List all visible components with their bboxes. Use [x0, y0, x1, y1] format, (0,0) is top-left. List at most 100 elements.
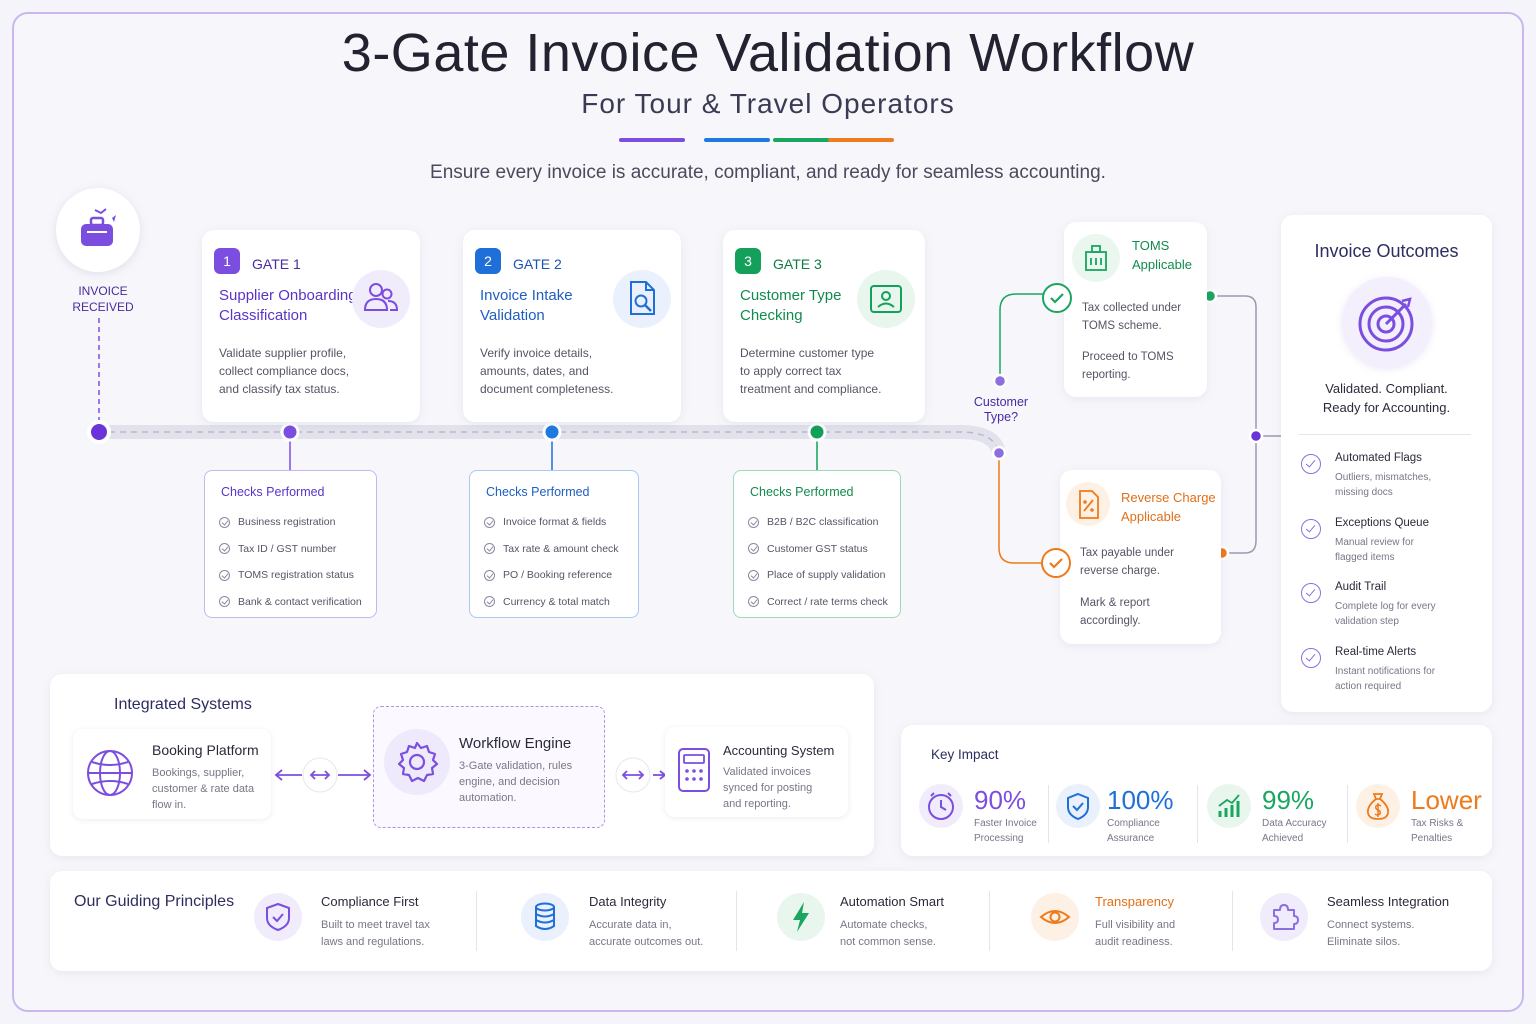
gate-2-label: GATE 2: [513, 256, 562, 272]
gate-2-badge: 2: [475, 248, 501, 274]
shield-check-icon: [1056, 784, 1100, 828]
decision-node-bottom: [991, 445, 1007, 461]
check-circle-icon: [1301, 519, 1321, 539]
check-item: Place of supply validation: [748, 562, 888, 589]
check-circle-icon: [484, 569, 495, 581]
system-workflow-engine: Workflow Engine 3-Gate validation, rules…: [373, 706, 605, 828]
gate-1-checks-title: Checks Performed: [221, 485, 325, 499]
check-circle-icon: [219, 596, 230, 608]
gate-2-card: 2 GATE 2 Invoice Intake Validation Verif…: [463, 230, 681, 422]
lightning-icon: [777, 893, 825, 941]
principle-seamless-integration: Seamless Integration: [1327, 894, 1450, 909]
principle-automation-smart: Automation Smart: [840, 894, 945, 909]
toms-desc-2: Proceed to TOMS reporting.: [1082, 351, 1174, 381]
key-impact-title: Key Impact: [931, 747, 999, 762]
gate-3-label: GATE 3: [773, 256, 822, 272]
gate-3-desc: Determine customer type to apply correct…: [740, 346, 882, 396]
outcomes-entry-node: [1248, 428, 1264, 444]
check-circle-icon: [219, 516, 230, 528]
gate-1-name: Supplier Onboarding Classification: [219, 287, 357, 324]
gate-3-checks-title: Checks Performed: [750, 485, 854, 499]
gate-2-name: Invoice Intake Validation: [480, 287, 573, 324]
gate-1-checks: Checks Performed Business registration T…: [204, 470, 377, 618]
reverse-charge-title: Reverse Charge Applicable: [1121, 490, 1216, 524]
id-card-icon: [857, 270, 915, 328]
decision-node-top: [992, 373, 1008, 389]
document-search-icon: [613, 270, 671, 328]
toms-desc-1: Tax collected under TOMS scheme.: [1082, 302, 1182, 332]
impact-value-processing: 90%: [974, 785, 1027, 815]
reverse-charge-desc-2: Mark & report accordingly.: [1080, 597, 1150, 627]
page-tagline: Ensure every invoice is accurate, compli…: [430, 162, 1106, 183]
timeline-node-gate2: [542, 422, 562, 442]
page-title: 3-Gate Invoice Validation Workflow: [341, 23, 1195, 83]
invoice-outcomes-card: Invoice Outcomes Validated. Compliant. R…: [1281, 215, 1492, 712]
principle-transparency: Transparency: [1095, 894, 1174, 909]
principle-divider: [1232, 891, 1233, 951]
check-item: Business registration: [219, 509, 362, 536]
outcomes-divider: [1299, 434, 1471, 435]
principle-divider: [989, 891, 990, 951]
check-item: Correct / rate terms check: [748, 589, 888, 616]
toms-check-icon: [1042, 283, 1072, 313]
impact-divider: [1197, 785, 1198, 843]
building-icon: [1072, 234, 1120, 282]
gear-icon: [384, 729, 450, 795]
impact-divider: [1347, 785, 1348, 843]
check-item: Invoice format & fields: [484, 509, 619, 536]
check-circle-icon: [484, 516, 495, 528]
timeline-node-gate3: [807, 422, 827, 442]
gate-3-checks: Checks Performed B2B / B2C classificatio…: [733, 470, 901, 618]
gate-2-checks: Checks Performed Invoice format & fields…: [469, 470, 639, 618]
principle-divider: [476, 891, 477, 951]
impact-value-risk: Lower: [1411, 785, 1482, 815]
check-circle-icon: [219, 543, 230, 555]
growth-chart-icon: [1207, 784, 1251, 828]
globe-icon: [83, 746, 137, 800]
timeline-node-start: [87, 420, 111, 444]
reverse-charge-card: Reverse Charge Applicable Tax payable un…: [1060, 470, 1221, 644]
check-circle-icon: [748, 516, 759, 528]
toms-card: TOMS Applicable Tax collected under TOMS…: [1064, 222, 1207, 397]
underline-purple: [619, 138, 685, 142]
invoice-received-icon: [56, 188, 140, 272]
money-bag-icon: [1356, 784, 1400, 828]
reverse-check-icon: [1041, 548, 1071, 578]
principle-divider: [736, 891, 737, 951]
clock-icon: [919, 784, 963, 828]
check-circle-icon: [219, 569, 230, 581]
gate-1-card: 1 GATE 1 Supplier Onboarding Classificat…: [202, 230, 420, 422]
impact-value-accuracy: 99%: [1262, 785, 1315, 815]
guiding-principles-panel: Our Guiding Principles Compliance First …: [50, 871, 1492, 971]
timeline-node-gate1: [280, 422, 300, 442]
percent-document-icon: [1066, 482, 1110, 526]
impact-label-risk: Tax Risks &Penalties: [1411, 818, 1464, 844]
gate-1-badge: 1: [214, 248, 240, 274]
check-circle-icon: [484, 543, 495, 555]
gate-2-desc: Verify invoice details, amounts, dates, …: [480, 346, 614, 396]
integrated-systems-panel: Integrated Systems Booking Platform Book…: [50, 674, 874, 856]
outcomes-title: Invoice Outcomes: [1314, 241, 1459, 261]
system-booking-platform: Booking Platform Bookings, supplier, cus…: [73, 729, 271, 819]
check-item: TOMS registration status: [219, 562, 362, 589]
reverse-charge-desc-1: Tax payable under reverse charge.: [1080, 547, 1174, 577]
check-circle-icon: [484, 596, 495, 608]
eye-icon: [1031, 893, 1079, 941]
guiding-principles-title: Our Guiding Principles: [74, 893, 235, 910]
check-circle-icon: [748, 543, 759, 555]
check-item: Customer GST status: [748, 536, 888, 563]
check-item: B2B / B2C classification: [748, 509, 888, 536]
decision-label: Customer Type?: [973, 395, 1029, 424]
system-accounting: Accounting System Validated invoices syn…: [665, 727, 848, 817]
gate-3-badge: 3: [735, 248, 761, 274]
bidirectional-arrow-icon: [615, 757, 667, 793]
gate-1-desc: Validate supplier profile, collect compl…: [219, 346, 350, 396]
outcomes-tagline: Validated. Compliant. Ready for Accounti…: [1322, 381, 1451, 415]
principle-compliance-first: Compliance First: [321, 894, 419, 909]
suitcase-plane-icon: [81, 208, 116, 246]
database-icon: [521, 893, 569, 941]
